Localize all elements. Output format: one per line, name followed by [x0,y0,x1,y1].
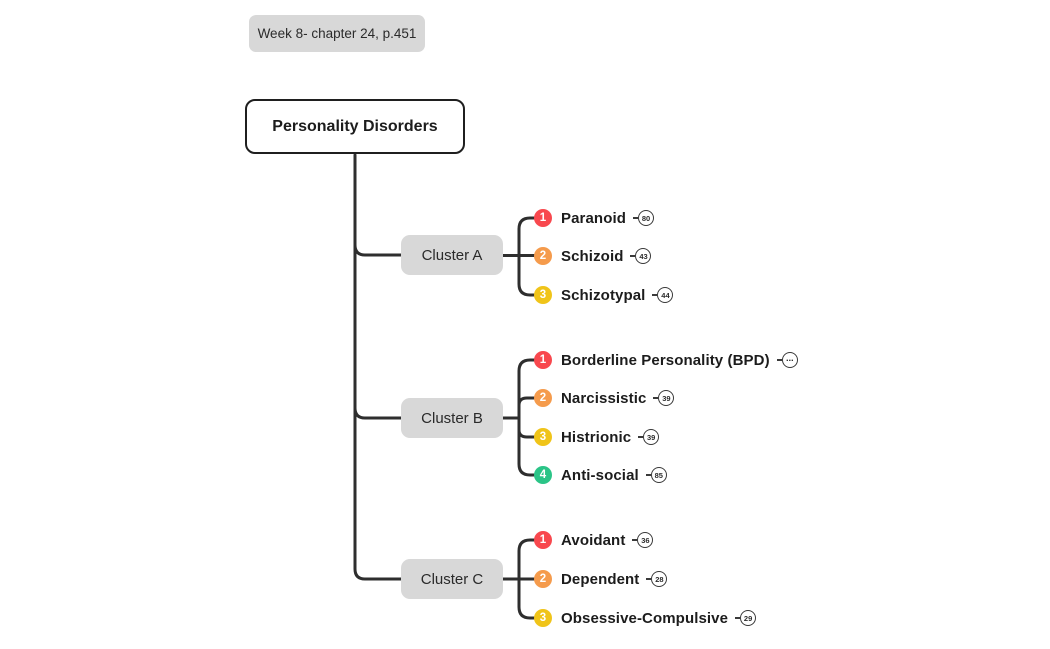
item-node-antisocial[interactable]: 4 Anti-social 85 [534,463,667,487]
collapsed-count-badge[interactable]: 80 [632,210,654,226]
item-label: Narcissistic [561,389,647,407]
root-node[interactable]: Personality Disorders [245,99,465,154]
collapsed-count-badge[interactable]: 43 [630,248,652,264]
item-node-narcissistic[interactable]: 2 Narcissistic 39 [534,386,675,410]
branch-stub-icon [776,359,782,361]
cluster-b-node[interactable]: Cluster B [401,398,503,438]
branch-stub-icon [735,617,741,619]
stub-cluster-b-item3 [517,428,536,439]
collapsed-count-badge[interactable]: 44 [652,287,674,303]
branch-stub-icon [653,397,659,399]
item-label: Histrionic [561,428,632,446]
collapsed-count-badge[interactable]: 29 [735,610,757,626]
collapsed-count-badge[interactable]: ⋯ [776,352,798,368]
number-1-marker-icon: 1 [534,209,552,227]
collapsed-count-badge[interactable]: 36 [632,532,654,548]
collapsed-count-badge[interactable]: 39 [638,429,660,445]
item-node-borderline[interactable]: 1 Borderline Personality (BPD) ⋯ [534,348,798,372]
collapsed-count-badge[interactable]: 28 [646,571,668,587]
stub-cluster-b-item2 [517,396,536,407]
item-node-paranoid[interactable]: 1 Paranoid 80 [534,206,654,230]
number-2-marker-icon: 2 [534,389,552,407]
item-label: Dependent [561,570,640,588]
item-label: Schizotypal [561,286,646,304]
item-node-obsessive-compulsive[interactable]: 3 Obsessive-Compulsive 29 [534,606,757,630]
note-node[interactable]: Week 8- chapter 24, p.451 [249,15,425,52]
number-3-marker-icon: 3 [534,609,552,627]
item-node-histrionic[interactable]: 3 Histrionic 39 [534,425,660,449]
item-label: Anti-social [561,466,639,484]
item-node-schizoid[interactable]: 2 Schizoid 43 [534,244,652,268]
branch-cluster-b [353,406,403,420]
branch-stub-icon [630,255,636,257]
item-label: Paranoid [561,209,626,227]
item-node-schizotypal[interactable]: 3 Schizotypal 44 [534,283,674,307]
branch-stub-icon [632,539,638,541]
number-1-marker-icon: 1 [534,351,552,369]
number-4-marker-icon: 4 [534,466,552,484]
cluster-a-node[interactable]: Cluster A [401,235,503,275]
collapsed-count-badge[interactable]: 39 [653,390,675,406]
item-label: Borderline Personality (BPD) [561,351,770,369]
branch-stub-icon [638,436,644,438]
number-2-marker-icon: 2 [534,570,552,588]
number-2-marker-icon: 2 [534,247,552,265]
collapsed-count-badge[interactable]: 85 [645,467,667,483]
branch-stub-icon [652,294,658,296]
number-3-marker-icon: 3 [534,428,552,446]
branch-cluster-a [353,243,403,257]
item-label: Avoidant [561,531,626,549]
branch-stub-icon [632,217,638,219]
number-1-marker-icon: 1 [534,531,552,549]
number-3-marker-icon: 3 [534,286,552,304]
trunk-line [353,153,403,581]
branch-stub-icon [645,474,651,476]
item-node-avoidant[interactable]: 1 Avoidant 36 [534,528,654,552]
branch-stub-icon [646,578,652,580]
item-label: Obsessive-Compulsive [561,609,729,627]
bracket-cluster-b [517,358,536,477]
item-label: Schizoid [561,247,624,265]
item-node-dependent[interactable]: 2 Dependent 28 [534,567,668,591]
cluster-c-node[interactable]: Cluster C [401,559,503,599]
